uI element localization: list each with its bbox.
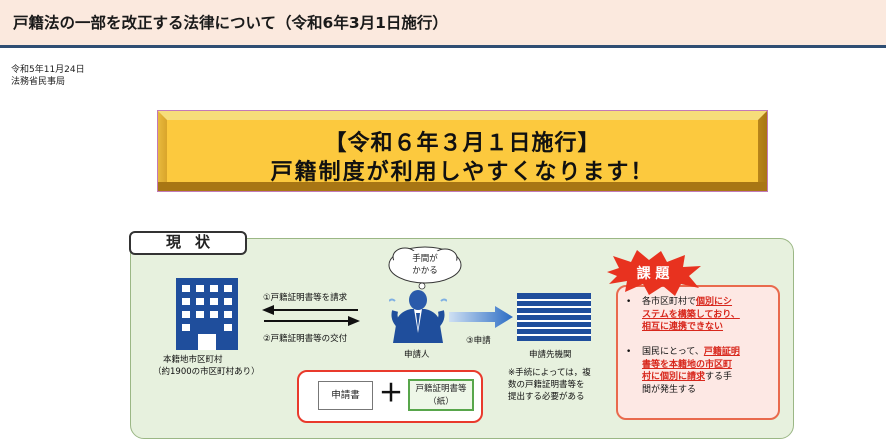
thought-line-2: かかる bbox=[412, 266, 438, 276]
current-state-tag: 現状 bbox=[129, 231, 247, 255]
office-label: 本籍地市区町村 bbox=[163, 355, 223, 365]
issue-item-2: • 国民にとって、戸籍証明 書等を本籍地の市区町 村に個別に請求する手 間が発生… bbox=[626, 347, 740, 395]
application-form: 申請書 bbox=[318, 381, 373, 410]
issues-title: 課 題 bbox=[636, 266, 670, 282]
note-line-3: 提出する必要がある bbox=[508, 392, 585, 402]
plus-icon: ＋ bbox=[379, 379, 403, 407]
certificate-document: 戸籍証明書等 （紙） bbox=[408, 379, 474, 411]
banner-message: 戸籍制度が利用しやすくなります！ bbox=[270, 160, 655, 185]
apply-label: ③申請 bbox=[466, 336, 491, 346]
applicant-label: 申請人 bbox=[404, 350, 430, 360]
applicant-person-icon bbox=[389, 290, 447, 343]
city-hall-building-icon bbox=[176, 278, 238, 350]
request-arrow-label: ①戸籍証明書等を請求 bbox=[263, 293, 348, 303]
banner-date-heading: 【令和６年３月１日施行】 bbox=[324, 131, 601, 156]
announcement-banner: 【令和６年３月１日施行】 戸籍制度が利用しやすくなります！ bbox=[157, 110, 768, 192]
double-arrow-icon bbox=[262, 305, 360, 326]
note-line-1: ※手続によっては，複 bbox=[508, 368, 591, 378]
page-header bbox=[0, 0, 886, 48]
issues-box bbox=[616, 285, 780, 420]
agency-building-icon bbox=[517, 293, 591, 341]
certificate-label: 戸籍証明書等 bbox=[415, 384, 467, 394]
thought-cloud-icon bbox=[388, 246, 462, 284]
certificate-paper-label: （紙） bbox=[428, 397, 454, 407]
publish-date: 令和5年11月24日 bbox=[11, 65, 85, 75]
note-line-2: 数の戸籍証明書等を bbox=[508, 380, 585, 390]
alert-burst-icon bbox=[607, 250, 701, 296]
arrow-right-icon bbox=[449, 306, 513, 328]
page-title: 戸籍法の一部を改正する法律について（令和6年3月1日施行） bbox=[13, 14, 448, 32]
publishing-agency: 法務省民事局 bbox=[11, 77, 66, 87]
issue-arrow-label: ②戸籍証明書等の交付 bbox=[263, 334, 348, 344]
thought-line-1: 手間が bbox=[412, 254, 438, 264]
agency-label: 申請先機関 bbox=[529, 350, 572, 360]
issue-item-1: • 各市区町村で個別にシ ステムを構築しており、 相互に連携できない bbox=[626, 297, 740, 332]
office-sublabel: （約1900の市区町村あり） bbox=[153, 367, 260, 377]
